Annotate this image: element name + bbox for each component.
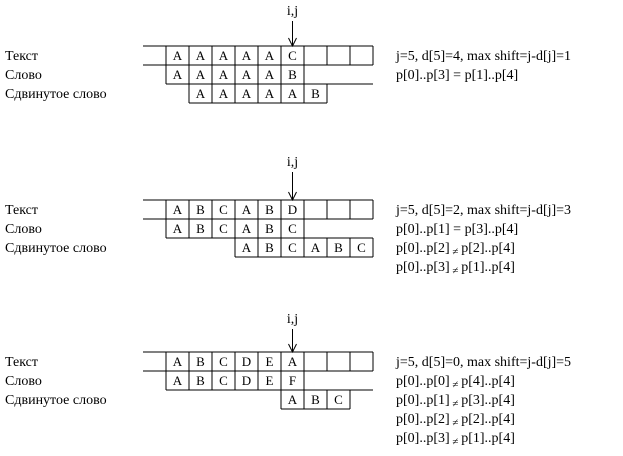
shifted-cell-letter: C [334, 392, 343, 407]
note-rhs: p[1]..p[4] [461, 260, 515, 275]
word-cell-letter: B [265, 221, 274, 236]
note-rhs: p[2]..p[4] [461, 241, 515, 256]
note-relation: p[0]..p[2] ≠ p[2]..p[4] [396, 241, 515, 258]
shifted-cell-letter: A [288, 86, 298, 101]
note-rhs: p[1]..p[4] [465, 68, 519, 83]
note-operator: ≠ [450, 265, 462, 277]
word-cell-letter: A [265, 67, 275, 82]
shifted-cell-letter: A [196, 86, 206, 101]
pointer-label: i,j [287, 312, 298, 327]
note-lhs: p[0]..p[0] [396, 374, 450, 389]
note-operator: ≠ [450, 246, 462, 258]
row-label: Сдвинутое слово [5, 241, 107, 256]
text-cell-letter: A [265, 48, 275, 63]
shifted-cell-letter: A [242, 240, 252, 255]
shifted-cell-letter: A [219, 86, 229, 101]
shifted-cell-letter: A [242, 86, 252, 101]
shifted-cell-letter: A [265, 86, 275, 101]
shifted-cell-letter: A [288, 392, 298, 407]
text-cell-letter: A [173, 48, 183, 63]
row-label: Текст [5, 203, 38, 218]
word-cell-letter: F [289, 373, 296, 388]
word-cell-letter: A [173, 67, 183, 82]
row-label: Текст [5, 355, 38, 370]
row-label: Сдвинутое слово [5, 87, 107, 102]
note-text: j=5, d[5]=2, max shift=j-d[j]=3 [395, 203, 571, 218]
text-cell-letter: C [288, 48, 297, 63]
word-cell-letter: A [173, 221, 183, 236]
text-cell-letter: A [196, 48, 206, 63]
word-cell-letter: A [219, 67, 229, 82]
word-cell-letter: B [196, 221, 205, 236]
shifted-cell-letter: B [334, 240, 343, 255]
note-operator: ≠ [450, 398, 462, 410]
text-cell-letter: B [196, 202, 205, 217]
row-label: Сдвинутое слово [5, 393, 107, 408]
text-cell-letter: D [242, 354, 251, 369]
word-cell-letter: C [219, 221, 228, 236]
word-cell-letter: C [288, 221, 297, 236]
note-text: j=5, d[5]=0, max shift=j-d[j]=5 [395, 355, 571, 370]
word-cell-letter: B [288, 67, 297, 82]
note-operator: = [450, 222, 465, 237]
shifted-cell-letter: C [357, 240, 366, 255]
note-rhs: p[3]..p[4] [461, 393, 515, 408]
note-lhs: p[0]..p[2] [396, 412, 450, 427]
text-cell-letter: B [196, 354, 205, 369]
text-cell-letter: C [219, 202, 228, 217]
note-relation: p[0]..p[0] ≠ p[4]..p[4] [396, 374, 515, 391]
word-cell-letter: D [242, 373, 251, 388]
text-cell-letter: A [242, 202, 252, 217]
text-cell-letter: C [219, 354, 228, 369]
note-relation: p[0]..p[3] = p[1]..p[4] [396, 68, 518, 83]
shifted-cell-letter: B [265, 240, 274, 255]
row-label: Слово [5, 374, 42, 389]
text-cell-letter: A [288, 354, 298, 369]
note-rhs: p[2]..p[4] [461, 412, 515, 427]
note-relation: p[0]..p[3] ≠ p[1]..p[4] [396, 431, 515, 448]
text-cell-letter: A [173, 202, 183, 217]
word-cell-letter: B [196, 373, 205, 388]
note-operator: ≠ [450, 379, 462, 391]
word-cell-letter: A [173, 373, 183, 388]
text-cell-letter: A [219, 48, 229, 63]
word-cell-letter: E [266, 373, 274, 388]
text-cell-letter: A [173, 354, 183, 369]
word-cell-letter: A [242, 221, 252, 236]
note-rhs: p[3]..p[4] [465, 222, 519, 237]
note-lhs: p[0]..p[3] [396, 431, 450, 446]
text-cell-letter: B [265, 202, 274, 217]
note-relation: p[0]..p[3] ≠ p[1]..p[4] [396, 260, 515, 277]
shifted-cell-letter: B [311, 392, 320, 407]
word-cell-letter: A [196, 67, 206, 82]
note-lhs: p[0]..p[3] [396, 68, 450, 83]
word-cell-letter: C [219, 373, 228, 388]
pointer-label: i,j [287, 4, 298, 19]
note-operator: ≠ [450, 436, 462, 448]
shifted-cell-letter: B [311, 86, 320, 101]
note-text: j=5, d[5]=4, max shift=j-d[j]=1 [395, 49, 571, 64]
note-lhs: p[0]..p[1] [396, 393, 450, 408]
note-lhs: p[0]..p[2] [396, 241, 450, 256]
row-label: Слово [5, 68, 42, 83]
shifted-cell-letter: A [311, 240, 321, 255]
note-rhs: p[1]..p[4] [461, 431, 515, 446]
shifted-cell-letter: C [288, 240, 297, 255]
note-lhs: p[0]..p[1] [396, 222, 450, 237]
note-relation: p[0]..p[1] ≠ p[3]..p[4] [396, 393, 515, 410]
word-cell-letter: A [242, 67, 252, 82]
note-operator: = [450, 68, 465, 83]
text-cell-letter: E [266, 354, 274, 369]
row-label: Текст [5, 49, 38, 64]
note-lhs: p[0]..p[3] [396, 260, 450, 275]
note-operator: ≠ [450, 417, 462, 429]
note-rhs: p[4]..p[4] [461, 374, 515, 389]
note-relation: p[0]..p[2] ≠ p[2]..p[4] [396, 412, 515, 429]
note-relation: p[0]..p[1] = p[3]..p[4] [396, 222, 518, 237]
text-cell-letter: D [288, 202, 297, 217]
pointer-label: i,j [287, 155, 298, 170]
text-cell-letter: A [242, 48, 252, 63]
row-label: Слово [5, 222, 42, 237]
